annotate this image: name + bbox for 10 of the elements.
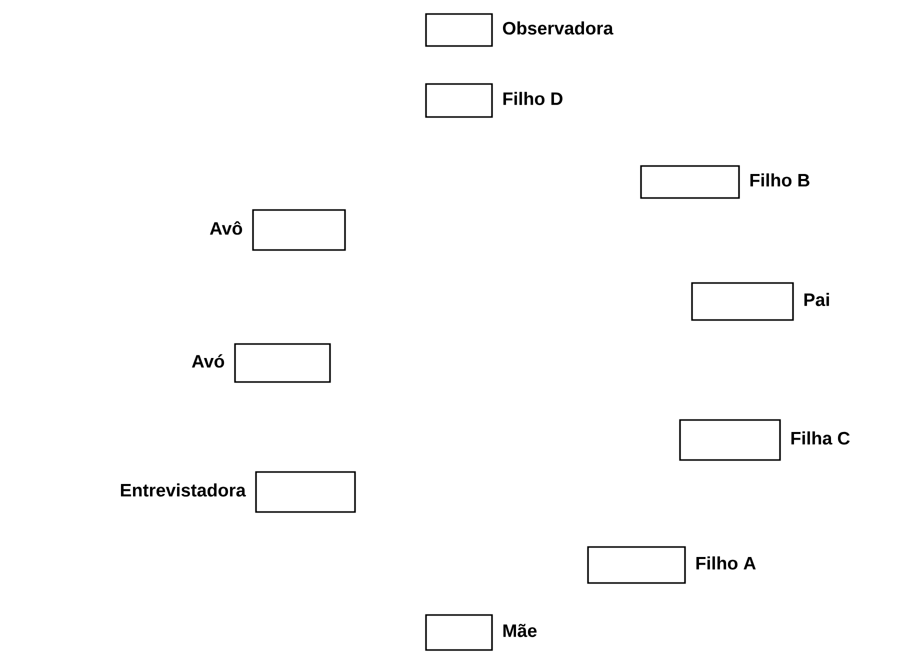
- box-label: Filha C: [791, 431, 850, 445]
- box-label: Filho A: [696, 556, 756, 570]
- box-label: Entrevistadora: [120, 483, 246, 497]
- box-label: Filho B: [750, 173, 810, 187]
- box-label: Avó: [192, 354, 224, 368]
- box-label: Mãe: [503, 624, 537, 638]
- box-label: Pai: [804, 292, 829, 306]
- box-label: Filho D: [503, 92, 562, 106]
- box-label: Observadora: [502, 21, 614, 35]
- box-label: Avô: [210, 221, 242, 235]
